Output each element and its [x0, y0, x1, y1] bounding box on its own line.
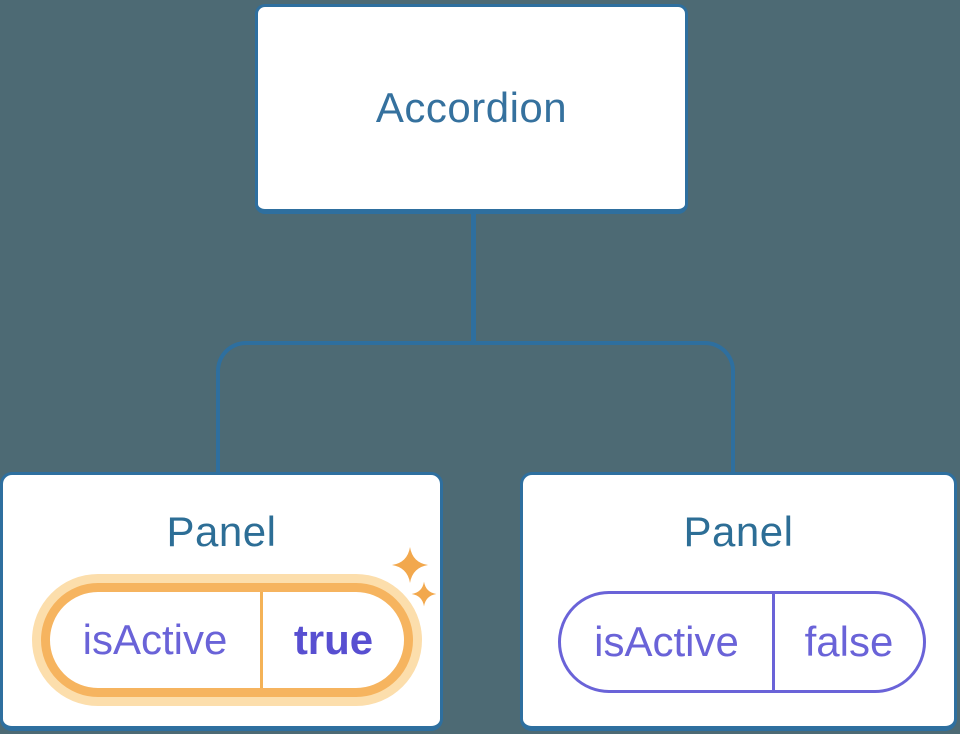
panel-node-label: Panel	[166, 508, 277, 555]
accordion-node-label: Accordion	[375, 84, 568, 131]
state-value-cell: true	[263, 592, 404, 688]
connector-stem	[471, 214, 476, 345]
panel-node-active: Panel isActive true	[0, 472, 443, 731]
panel-node-inactive: Panel isActive false	[520, 472, 957, 731]
panel-node-label: Panel	[683, 508, 794, 555]
connector-branch	[216, 341, 735, 472]
state-value-cell: false	[775, 594, 923, 690]
state-name-cell: isActive	[50, 592, 263, 688]
sparkle-icon	[411, 581, 437, 607]
state-pill-active: isActive true	[41, 583, 413, 697]
state-pill-inactive: isActive false	[558, 591, 926, 693]
sparkle-icon	[391, 546, 429, 584]
state-value-label: false	[804, 618, 894, 665]
state-name-cell: isActive	[561, 594, 775, 690]
state-name-label: isActive	[82, 616, 228, 663]
state-name-label: isActive	[594, 618, 739, 665]
state-value-label: true	[293, 616, 374, 663]
accordion-node: Accordion	[255, 4, 688, 214]
